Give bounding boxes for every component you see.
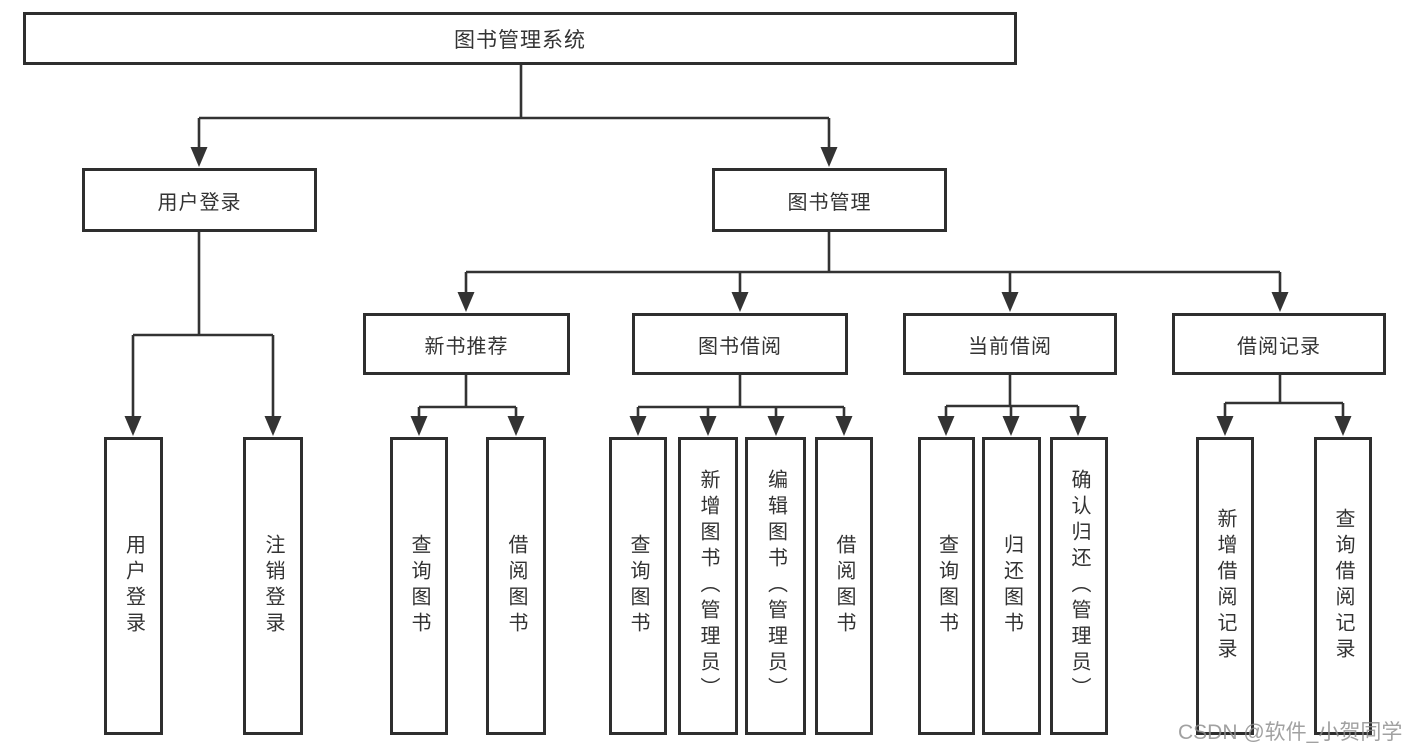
node-label: 确认归还（管理员） <box>1068 469 1090 703</box>
node-label: 注销登录 <box>262 534 284 638</box>
leaf-user-login: 用户登录 <box>104 437 163 735</box>
node-label: 查询图书 <box>408 534 430 638</box>
leaf-logout: 注销登录 <box>243 437 303 735</box>
node-label: 图书管理 <box>787 191 872 214</box>
node-book-management: 图书管理 <box>712 168 947 232</box>
node-label: 查询图书 <box>627 534 649 638</box>
node-label: 新增借阅记录 <box>1214 508 1236 664</box>
node-label: 查询图书 <box>935 534 958 638</box>
node-label: 借阅记录 <box>1237 335 1321 358</box>
node-label: 编辑图书（管理员） <box>764 469 787 703</box>
node-label: 借阅图书 <box>505 534 527 638</box>
leaf-query-books-recommend: 查询图书 <box>390 437 448 735</box>
node-label: 图书借阅 <box>698 335 782 358</box>
csdn-watermark: CSDN @软件_小贺同学 <box>1178 721 1403 744</box>
leaf-query-borrow-record: 查询借阅记录 <box>1314 437 1372 735</box>
leaf-return-books: 归还图书 <box>982 437 1041 735</box>
leaf-query-books-current: 查询图书 <box>918 437 975 735</box>
node-library-system: 图书管理系统 <box>23 12 1017 65</box>
node-label: 查询借阅记录 <box>1332 508 1354 664</box>
leaf-borrow-books-recommend: 借阅图书 <box>486 437 546 735</box>
node-current-borrow: 当前借阅 <box>903 313 1117 375</box>
node-label: 当前借阅 <box>968 335 1052 358</box>
node-label: 借阅图书 <box>833 534 855 638</box>
node-label: 新书推荐 <box>424 335 509 358</box>
node-label: 归还图书 <box>1000 534 1023 638</box>
leaf-add-books-admin: 新增图书（管理员） <box>678 437 738 735</box>
node-label: 新增图书（管理员） <box>697 469 719 703</box>
node-book-borrow: 图书借阅 <box>632 313 848 375</box>
node-label: 用户登录 <box>122 534 145 638</box>
leaf-borrow-books: 借阅图书 <box>815 437 873 735</box>
node-label: 图书管理系统 <box>454 28 586 52</box>
node-label: 用户登录 <box>157 191 242 214</box>
leaf-edit-books-admin: 编辑图书（管理员） <box>745 437 806 735</box>
leaf-query-books-borrow: 查询图书 <box>609 437 667 735</box>
leaf-confirm-return-admin: 确认归还（管理员） <box>1050 437 1108 735</box>
node-user-login: 用户登录 <box>82 168 317 232</box>
node-borrow-records: 借阅记录 <box>1172 313 1386 375</box>
leaf-add-borrow-record: 新增借阅记录 <box>1196 437 1254 735</box>
node-new-book-recommend: 新书推荐 <box>363 313 570 375</box>
